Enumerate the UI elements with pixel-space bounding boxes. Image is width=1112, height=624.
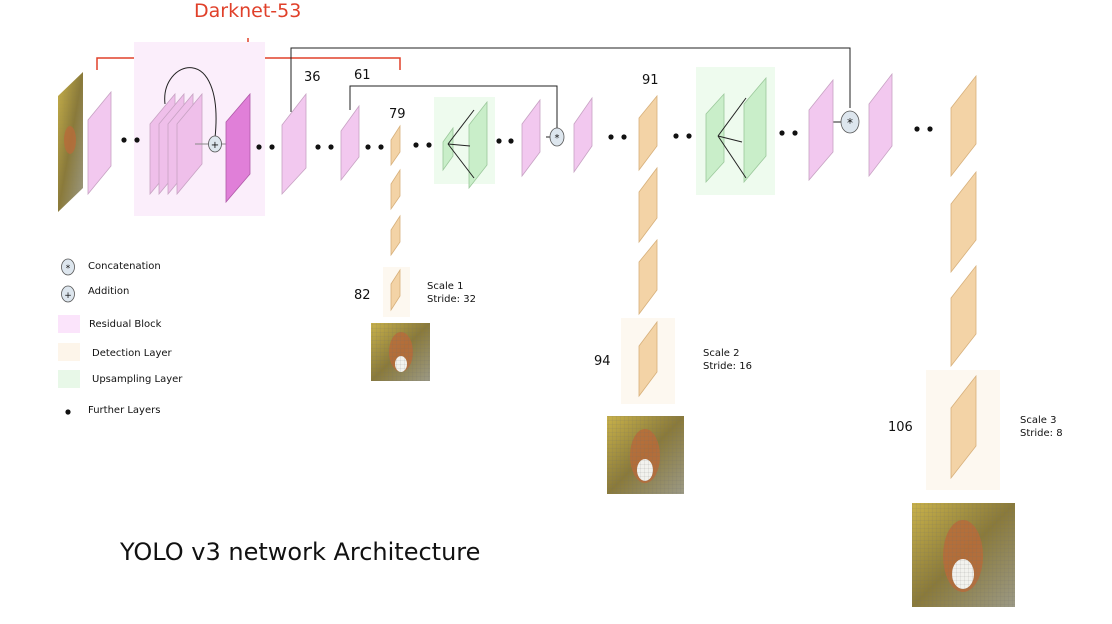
scale2-output-image	[607, 416, 684, 494]
svg-text:*: *	[66, 264, 71, 274]
svg-text:*: *	[847, 116, 853, 130]
upsampling-layer-swatch	[58, 370, 80, 388]
scale3-path	[926, 74, 1000, 490]
scale1-stride: Stride: 32	[427, 294, 476, 305]
concat-op-2: *	[840, 110, 860, 134]
concat-op-1: *	[549, 127, 565, 147]
detection-layer-swatch	[58, 343, 80, 361]
addition-icon: +	[61, 285, 75, 303]
scale2-name: Scale 2	[703, 348, 740, 359]
ops: + * *	[208, 110, 860, 153]
upsampling-block-2	[696, 67, 775, 195]
layer-number-94: 94	[594, 354, 611, 369]
layer-number-82: 82	[354, 288, 371, 303]
layer-number-91: 91	[642, 73, 659, 88]
scale1-output-image	[371, 323, 430, 381]
diagram-title: YOLO v3 network Architecture	[120, 538, 481, 566]
legend-upsampling-layer-label: Upsampling Layer	[92, 374, 183, 385]
legend-addition-label: Addition	[88, 286, 130, 297]
post-upsample-2-layers	[808, 72, 893, 182]
scale3-output-image	[912, 503, 1015, 607]
layer-number-61: 61	[354, 68, 371, 83]
input-image	[58, 72, 83, 212]
legend-detection-layer-label: Detection Layer	[92, 348, 172, 359]
layer-number-106: 106	[888, 420, 913, 435]
layer-number-79: 79	[389, 107, 406, 122]
early-layers	[87, 67, 360, 204]
scale1-path	[383, 124, 410, 317]
concat-icon: *	[61, 258, 75, 276]
legend-further-layers-label: Further Layers	[88, 405, 161, 416]
legend-concatenation-label: Concatenation	[88, 261, 161, 272]
scale1-name: Scale 1	[427, 281, 464, 292]
darknet-53-label: Darknet-53	[194, 0, 302, 22]
scale2-path	[621, 94, 675, 404]
svg-text:+: +	[211, 140, 219, 151]
legend: * +	[58, 258, 80, 388]
residual-block-swatch	[58, 315, 80, 333]
layer-number-36: 36	[304, 70, 321, 85]
svg-text:+: +	[64, 291, 72, 301]
further-layer-dots	[65, 126, 933, 415]
post-upsample-1-layers	[521, 96, 593, 178]
legend-residual-block-label: Residual Block	[89, 319, 162, 330]
upsampling-block-1	[434, 97, 495, 190]
scale3-name: Scale 3	[1020, 415, 1057, 426]
svg-text:*: *	[555, 133, 560, 144]
addition-op: +	[208, 135, 222, 153]
scale3-stride: Stride: 8	[1020, 428, 1063, 439]
scale2-stride: Stride: 16	[703, 361, 752, 372]
